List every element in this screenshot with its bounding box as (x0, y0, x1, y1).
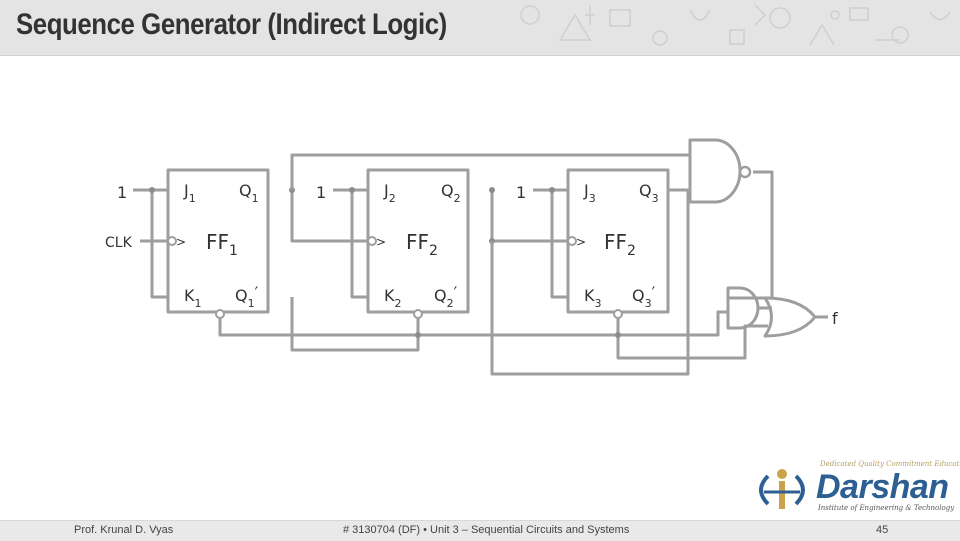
nand-gate-top (688, 138, 742, 204)
wire-q1bar-feedback (218, 310, 728, 337)
wire-q3-to-and (490, 188, 690, 376)
wire-clock-ff2 (290, 190, 368, 243)
ff3-k-label: K3 (584, 286, 602, 310)
wire-ff2-j-input (333, 188, 368, 299)
ff1-qbar-label: Q1′ (235, 283, 259, 310)
ff2-k-label: K2 (384, 286, 402, 310)
or-gate (763, 296, 817, 338)
ff1-k-label: K1 (184, 286, 202, 310)
logo-wordmark: Darshan (816, 468, 949, 506)
logo-tagline: Dedicated Quality Commitment Education (820, 460, 960, 468)
ff3-q-label: Q3 (639, 181, 659, 205)
and-gate-bottom (726, 286, 760, 330)
logo-subtitle: Institute of Engineering & Technology (818, 504, 955, 512)
footer-author: Prof. Krunal D. Vyas (74, 524, 174, 536)
darshan-logo: Dedicated Quality Commitment Education D… (750, 460, 960, 518)
logo-emblem-icon (759, 469, 805, 509)
ff2-name-label: FF2 (406, 230, 438, 259)
wire-ff3-j-input (533, 188, 568, 299)
ff2-qbar-label: Q2′ (434, 283, 458, 310)
ff1-name-label: FF1 (206, 230, 238, 259)
wire-q3bar-feedback (616, 318, 768, 360)
ff1-j-label: J1 (183, 181, 196, 205)
clock-label: CLK (105, 235, 133, 251)
footer-page-number: 45 (876, 524, 889, 536)
ff3-qbar-label: Q3′ (632, 283, 656, 310)
input-one-label-3: 1 (516, 183, 526, 202)
ff3-clock-mark: > (576, 235, 586, 249)
slide-footer: Prof. Krunal D. Vyas # 3130704 (DF) • Un… (0, 520, 960, 541)
slide-title: Sequence Generator (Indirect Logic) (16, 8, 447, 41)
ff3-name-label: FF2 (604, 230, 636, 259)
ff2-q-label: Q2 (441, 181, 461, 205)
ff1-clock-mark: > (176, 235, 186, 249)
slide-header: Sequence Generator (Indirect Logic) (0, 0, 960, 56)
output-f-label: f (832, 309, 838, 328)
ff3-j-label: J3 (583, 181, 596, 205)
header-doodle-background (520, 4, 951, 46)
ff1-q-label: Q1 (239, 181, 259, 205)
ff2-j-label: J2 (383, 181, 396, 205)
wire-and-top-output (728, 170, 774, 300)
wire-clock-ff3 (490, 190, 568, 243)
wire-ff1-j-input (133, 188, 168, 299)
wire-top-feedback (290, 153, 690, 190)
input-one-label-1: 1 (117, 183, 127, 202)
footer-course: # 3130704 (DF) • Unit 3 – Sequential Cir… (343, 524, 630, 536)
input-one-label-2: 1 (316, 183, 326, 202)
ff2-clock-mark: > (376, 235, 386, 249)
